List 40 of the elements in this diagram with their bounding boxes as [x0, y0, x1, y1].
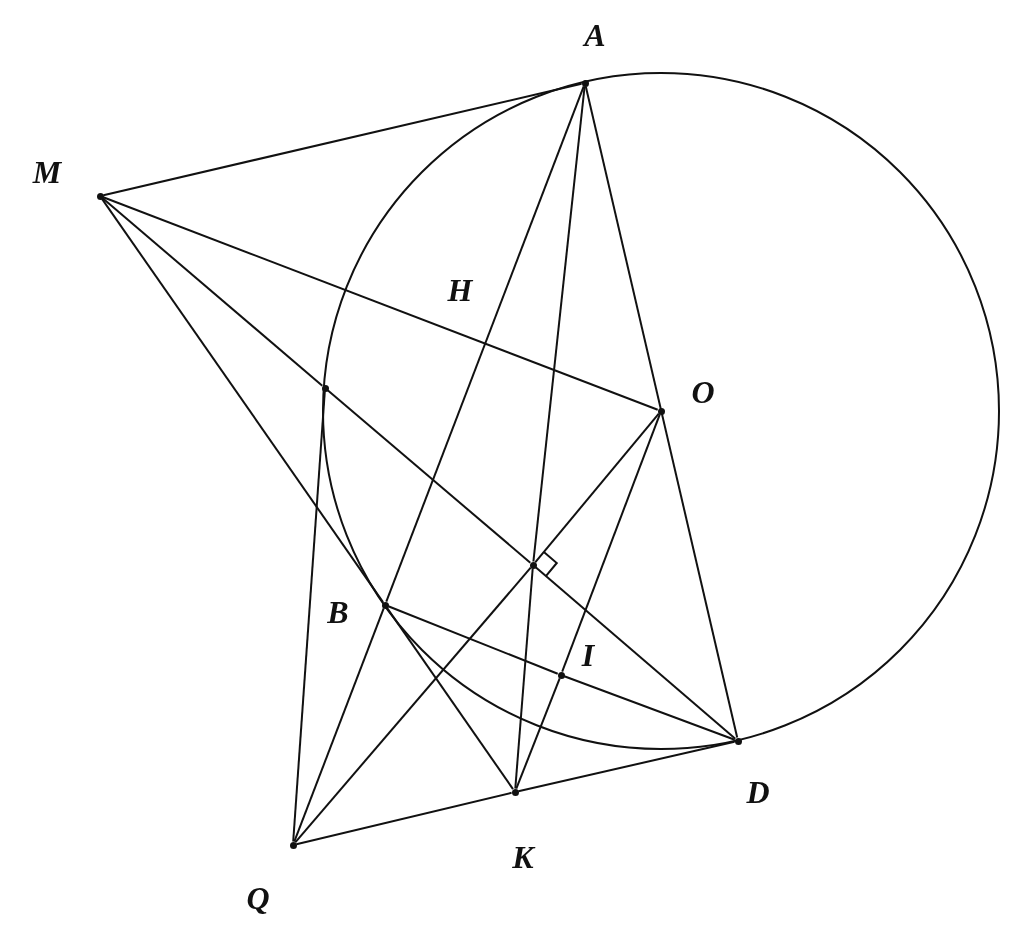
line-segment [385, 85, 585, 603]
point-dot [529, 561, 537, 569]
point-label: K [512, 841, 534, 873]
line-segment [532, 85, 586, 563]
line-segment [386, 606, 514, 791]
point-dot [511, 788, 519, 796]
point-label: A [584, 19, 606, 51]
line-segment [101, 197, 384, 604]
line-segment [517, 740, 736, 793]
point-dot [734, 737, 742, 745]
point-dot [581, 79, 589, 87]
point-label: I [581, 639, 595, 671]
point-label: O [691, 376, 715, 408]
point-label: D [746, 776, 770, 808]
point-label: M [32, 156, 62, 188]
line-segment [101, 197, 324, 387]
line-segment [292, 390, 326, 843]
line-segment [295, 791, 513, 846]
line-segment [515, 677, 561, 790]
line-segment [563, 675, 736, 741]
line-segment [561, 413, 661, 673]
line-segment [387, 605, 559, 675]
point-dot [557, 671, 565, 679]
point-dot [289, 841, 297, 849]
point-label: B [327, 596, 349, 628]
line-segment [534, 566, 737, 740]
line-segment [584, 85, 739, 739]
line-segment [102, 196, 659, 411]
point-dot [381, 601, 389, 609]
point-dot [321, 384, 329, 392]
line-segment [514, 567, 534, 790]
point-dot [657, 407, 665, 415]
point-dot [96, 192, 104, 200]
line-segment [102, 82, 583, 197]
line-segment [534, 412, 660, 564]
point-label: H [447, 274, 473, 306]
line-segment [293, 607, 385, 843]
line-segment [294, 566, 532, 844]
point-label: Q [246, 882, 270, 914]
line-segment [326, 389, 532, 564]
